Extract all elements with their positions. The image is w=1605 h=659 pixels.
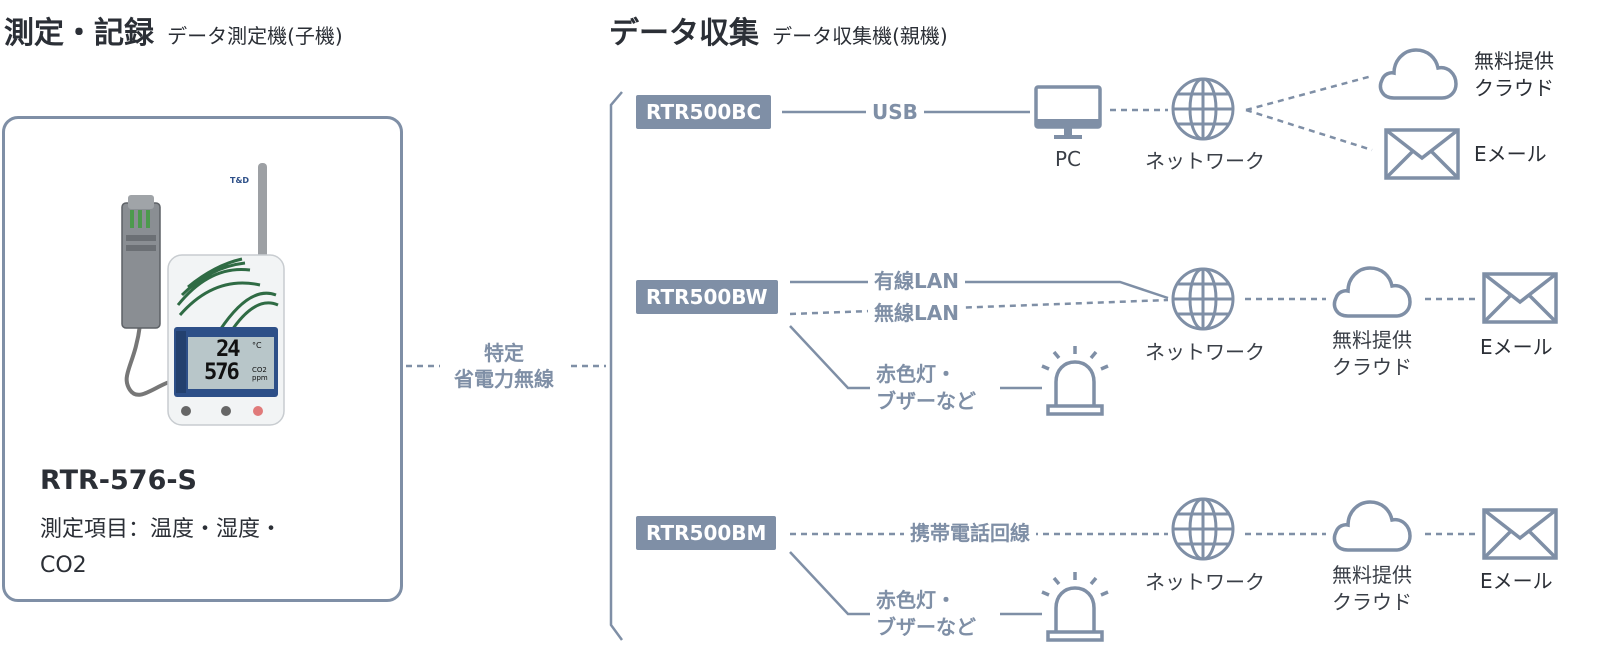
alarm-label-line-1: 赤色灯・: [876, 588, 956, 612]
alarm-light-icon: [1041, 346, 1109, 416]
cloud-label-line-2: クラウド: [1332, 355, 1412, 379]
alarm-label-line-2: ブザーなど: [876, 389, 976, 413]
cloud-icon: [1332, 266, 1412, 318]
email-label: Eメール: [1480, 335, 1553, 359]
left-header: 測定・記録 データ測定機(子機): [4, 8, 343, 52]
alarm-label: 赤色灯・ ブザーなど: [870, 587, 982, 641]
measure-line-1: 測定項目：温度・湿度・: [40, 517, 283, 542]
wireless-label-line-2: 省電力無線: [454, 367, 554, 391]
lcd-temperature: 24: [216, 337, 240, 362]
cloud-label-line-2: クラウド: [1474, 76, 1554, 100]
email-icon: [1482, 272, 1558, 324]
network-globe-icon: [1171, 77, 1235, 141]
device-illustration: [121, 163, 285, 426]
lcd-temperature-unit: °C: [252, 341, 262, 350]
lcd-co2-unit: CO2 ppm: [252, 366, 268, 382]
cloud-label: 無料提供 クラウド: [1322, 327, 1422, 381]
cloud-label-line-2: クラウド: [1332, 590, 1412, 614]
badge-rtr500bc: RTR500BC: [636, 95, 772, 129]
pc-label: PC: [1054, 147, 1082, 171]
cloud-icon: [1332, 500, 1412, 552]
network-globe-icon: [1171, 267, 1235, 331]
device-brand: T&D: [230, 176, 250, 185]
network-label: ネットワーク: [1145, 149, 1265, 173]
device-model-name: RTR-576-S: [40, 465, 198, 496]
device-card: [2, 116, 403, 602]
mobile-line-label: 携帯電話回線: [904, 520, 1036, 546]
cloud-label-line-1: 無料提供: [1332, 563, 1412, 587]
badge-rtr500bm: RTR500BM: [636, 516, 777, 550]
pc-icon: [1034, 85, 1102, 139]
alarm-label: 赤色灯・ ブザーなど: [870, 361, 982, 415]
alarm-light-icon: [1041, 572, 1109, 642]
wireless-label-line-1: 特定: [484, 341, 524, 365]
alarm-label-line-1: 赤色灯・: [876, 362, 956, 386]
device-measurement-items: 測定項目：温度・湿度・ CO2: [40, 512, 370, 584]
alarm-label-line-2: ブザーなど: [876, 615, 976, 639]
cloud-label: 無料提供 クラウド: [1474, 48, 1554, 102]
left-header-title: 測定・記録: [4, 16, 154, 51]
cloud-label-line-1: 無料提供: [1474, 49, 1554, 73]
cloud-icon: [1378, 48, 1458, 100]
network-globe-icon: [1171, 497, 1235, 561]
email-icon: [1384, 128, 1460, 180]
wireless-label: 特定 省電力無線: [440, 340, 568, 392]
usb-label: USB: [866, 99, 924, 125]
email-label: Eメール: [1480, 569, 1553, 593]
badge-rtr500bw: RTR500BW: [636, 280, 778, 314]
lcd-co2: 576: [204, 360, 240, 385]
right-header: データ収集 データ収集機(親機): [609, 8, 948, 52]
device-model-tag: RTR-576: [200, 188, 233, 196]
right-header-subtitle: データ収集機(親機): [772, 24, 948, 48]
network-label: ネットワーク: [1145, 340, 1265, 364]
email-icon: [1482, 508, 1558, 560]
cloud-label: 無料提供 クラウド: [1322, 562, 1422, 616]
network-label: ネットワーク: [1145, 570, 1265, 594]
wired-lan-label: 有線LAN: [868, 268, 965, 294]
email-label: Eメール: [1474, 142, 1547, 166]
left-header-subtitle: データ測定機(子機): [167, 24, 343, 48]
right-header-title: データ収集: [609, 16, 759, 51]
wireless-lan-label: 無線LAN: [868, 300, 965, 326]
measure-line-2: CO2: [40, 553, 87, 578]
cloud-label-line-1: 無料提供: [1332, 328, 1412, 352]
